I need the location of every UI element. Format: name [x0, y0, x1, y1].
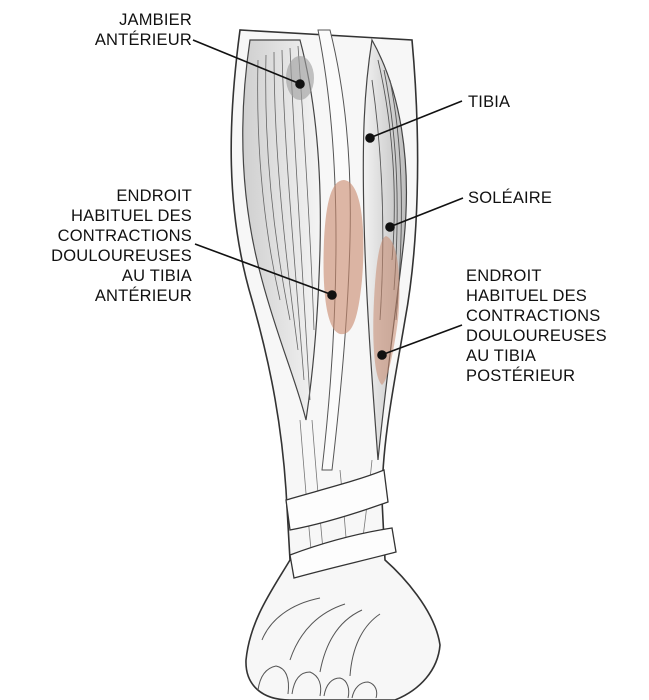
label-anterior-pain-zone: ENDROIT HABITUEL DES CONTRACTIONS DOULOU…: [20, 186, 192, 306]
label-line: POSTÉRIEUR: [466, 366, 607, 386]
label-line: DOULOUREUSES: [20, 246, 192, 266]
label-line: CONTRACTIONS: [20, 226, 192, 246]
label-tibialis-anterior: JAMBIER ANTÉRIEUR: [64, 10, 192, 50]
label-soleus: SOLÉAIRE: [468, 188, 552, 208]
label-tibia: TIBIA: [468, 92, 510, 112]
label-line: AU TIBIA: [20, 266, 192, 286]
label-line: SOLÉAIRE: [468, 188, 552, 208]
label-line: DOULOUREUSES: [466, 326, 607, 346]
label-line: ANTÉRIEUR: [64, 30, 192, 50]
label-line: TIBIA: [468, 92, 510, 112]
label-line: HABITUEL DES: [466, 286, 607, 306]
label-line: JAMBIER: [64, 10, 192, 30]
label-line: ENDROIT: [20, 186, 192, 206]
label-line: HABITUEL DES: [20, 206, 192, 226]
label-line: CONTRACTIONS: [466, 306, 607, 326]
label-line: ANTÉRIEUR: [20, 286, 192, 306]
label-line: AU TIBIA: [466, 346, 607, 366]
label-posterior-pain-zone: ENDROIT HABITUEL DES CONTRACTIONS DOULOU…: [466, 266, 607, 386]
label-line: ENDROIT: [466, 266, 607, 286]
anterior-pain-zone: [324, 180, 364, 334]
